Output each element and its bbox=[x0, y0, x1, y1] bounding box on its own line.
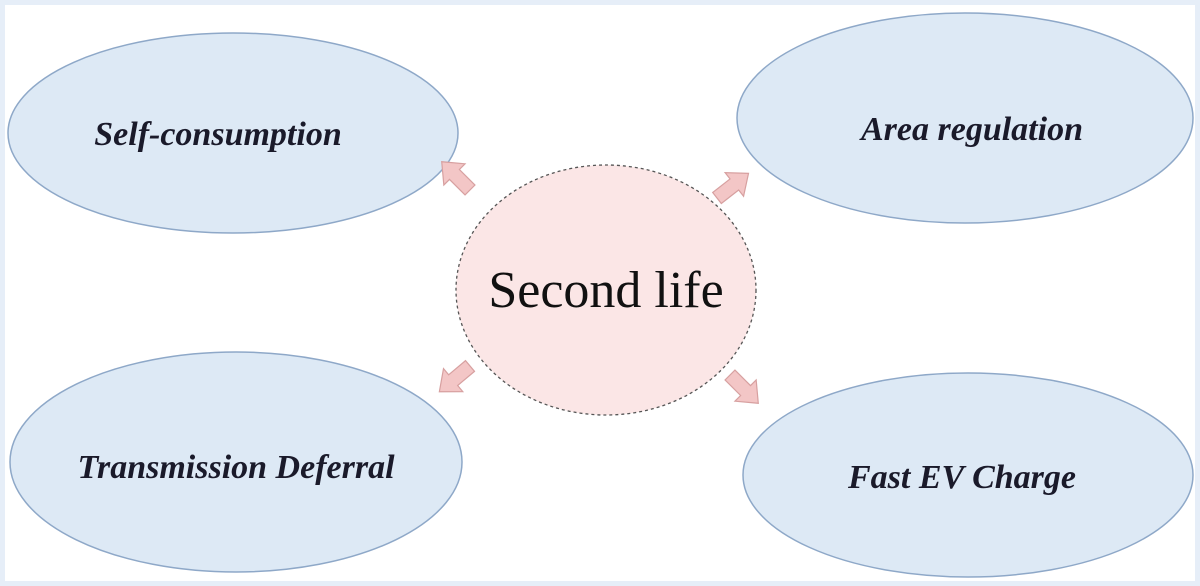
node-area-regulation-shape bbox=[736, 12, 1194, 224]
node-self-consumption: Self-consumption bbox=[7, 32, 459, 234]
arrow-to-fast-ev-charge bbox=[724, 369, 759, 404]
node-area-regulation: Area regulation bbox=[736, 12, 1194, 224]
node-fast-ev-charge-label: Fast EV Charge bbox=[847, 459, 1076, 496]
node-self-consumption-label: Self-consumption bbox=[94, 116, 341, 153]
node-fast-ev-charge-shape bbox=[742, 372, 1194, 578]
node-transmission-deferral-label: Transmission Deferral bbox=[77, 449, 395, 486]
node-transmission-deferral: Transmission Deferral bbox=[9, 351, 463, 573]
center-node-label: Second life bbox=[488, 262, 723, 319]
node-fast-ev-charge: Fast EV Charge bbox=[742, 372, 1194, 578]
node-transmission-deferral-shape bbox=[9, 351, 463, 573]
node-self-consumption-shape bbox=[7, 32, 459, 234]
center-node-shape bbox=[455, 164, 757, 416]
center-node: Second life bbox=[455, 164, 757, 416]
node-area-regulation-label: Area regulation bbox=[859, 111, 1083, 148]
arrow-to-transmission-deferral bbox=[438, 359, 476, 393]
arrow-to-self-consumption bbox=[441, 161, 476, 196]
arrow-to-area-regulation bbox=[711, 171, 750, 205]
